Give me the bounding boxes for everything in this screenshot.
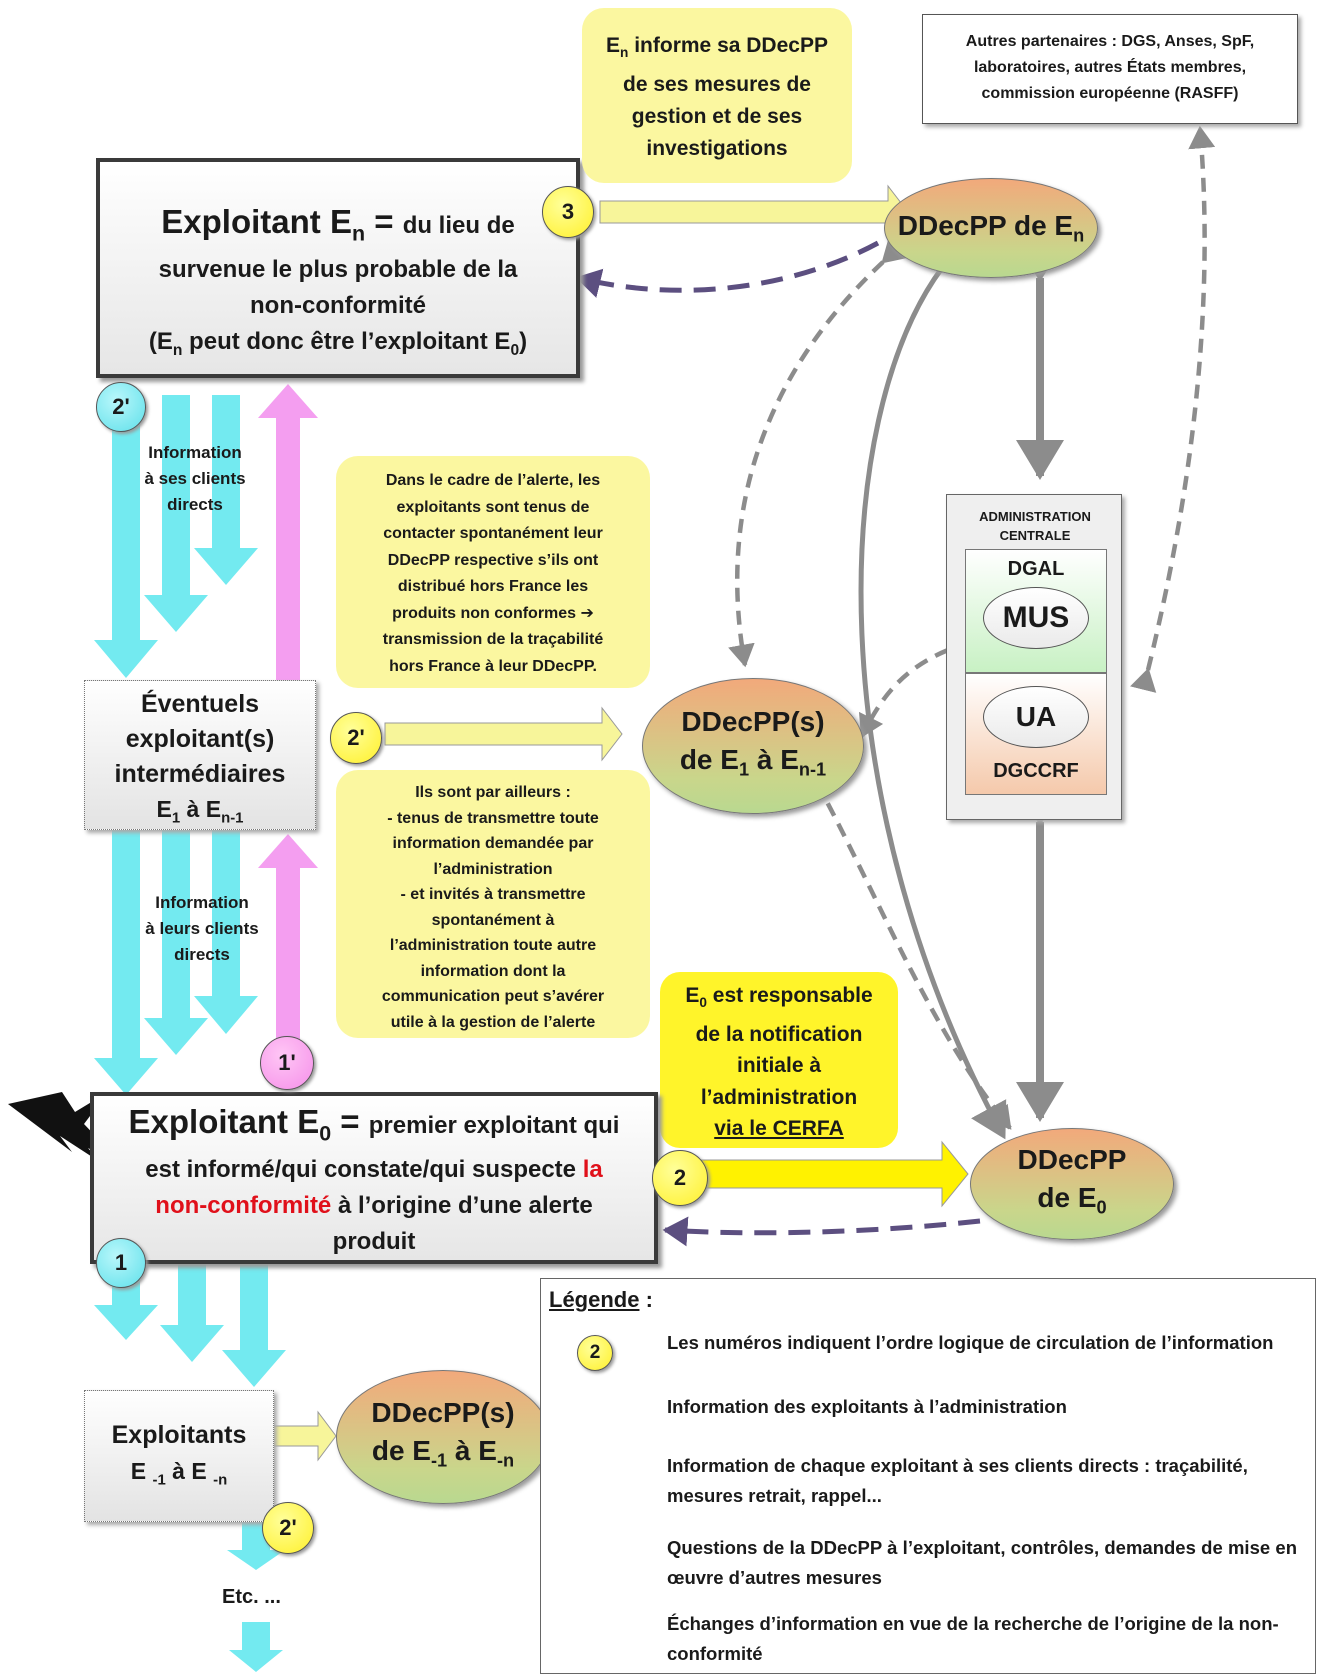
step-badge-2prime-bottom: 2' — [262, 1502, 314, 1554]
exploitant-e0-box: Exploitant E0 = premier exploitant qui e… — [90, 1092, 658, 1264]
dashed-return-en — [575, 240, 880, 298]
dgal-label: DGAL — [1007, 558, 1065, 580]
note-e0-responsable: E0 est responsable de la notification in… — [660, 972, 898, 1148]
note-par-ailleurs: Ils sont par ailleurs : - tenus de trans… — [336, 770, 650, 1038]
yellow-arrow-e0-to-ddecpp — [689, 1140, 969, 1208]
legend-item-info-admin: Information des exploitants à l’administ… — [667, 1396, 1067, 1417]
yellow-arrow-en-to-ddecpp — [599, 184, 909, 240]
exploitant-e0-title: Exploitant E0 = — [128, 1103, 369, 1146]
dgccrf-panel: UA DGCCRF — [965, 673, 1107, 795]
cerfa-link[interactable]: via le CERFA — [714, 1117, 844, 1141]
exploitant-en-line4: (En peut donc être l’exploitant E0) — [148, 327, 528, 359]
administration-centrale-box: ADMINISTRATION CENTRALE DGAL MUS UA DGCC… — [946, 494, 1122, 820]
grey-solid-connectors — [858, 231, 1007, 1140]
step-badge-3: 3 — [542, 186, 594, 238]
pink-arrow-to-en — [258, 384, 318, 680]
cyan-arrow-etc — [227, 1520, 285, 1570]
step-badge-1: 1 — [96, 1238, 146, 1288]
ddecpp-e0-ellipse: DDecPP de E0 — [970, 1128, 1174, 1240]
legend-item-questions: Questions de la DDecPP à l’exploitant, c… — [667, 1537, 1297, 1588]
cyan-arrow-etc-tail — [229, 1622, 283, 1672]
cyan-arrows-en — [94, 395, 258, 678]
autres-partenaires-box: Autres partenaires : DGS, Anses, SpF, la… — [922, 14, 1298, 124]
legend-item-info-clients: Information de chaque exploitant à ses c… — [667, 1455, 1248, 1506]
exploitant-en-line3: non-conformité — [250, 291, 426, 319]
info-clients-directs-label: Information à ses clients directs — [144, 443, 246, 514]
legend-item-numeros: Les numéros indiquent l’ordre logique de… — [667, 1332, 1274, 1353]
step-badge-2: 2 — [652, 1150, 708, 1206]
exploitants-intermediaires-box: Éventuels exploitant(s) intermédiaires E… — [84, 680, 316, 830]
exploitant-en-box: Exploitant En = du lieu de survenue le p… — [96, 158, 580, 378]
info-leurs-clients-label: Information à leurs clients directs — [145, 893, 259, 964]
dgal-panel: DGAL MUS — [965, 549, 1107, 673]
step-badge-2prime-mid: 2' — [330, 712, 382, 764]
note-en-informe: En informe sa DDecPP de ses mesures de g… — [582, 8, 852, 183]
legend-box: Légende : 2 Les numéros indiquent l’ordr… — [540, 1278, 1316, 1674]
exploitants-aval-box: Exploitants E -1 à E -n — [84, 1390, 274, 1522]
legend-title: Légende : — [549, 1287, 653, 1312]
cyan-arrows-e0 — [94, 1262, 286, 1387]
yellow-arrow-inter-to-ddecpp — [384, 706, 623, 762]
dgccrf-label: DGCCRF — [993, 760, 1079, 782]
exploitant-en-line2: survenue le plus probable de la — [158, 255, 518, 283]
dashed-return-e0 — [662, 1216, 981, 1247]
note-cadre-alerte: Dans le cadre de l’alerte, les exploitan… — [336, 456, 650, 688]
pink-arrow-to-intermediaires — [258, 834, 318, 1045]
admin-header: ADMINISTRATION CENTRALE — [979, 509, 1091, 543]
exploitant-en-title: Exploitant En = — [161, 203, 403, 246]
step-badge-2prime-top: 2' — [96, 382, 146, 432]
ddecpp-aval-ellipse: DDecPP(s) de E-1 à E-n — [336, 1370, 550, 1504]
legend-item-echanges: Échanges d’information en vue de la rech… — [667, 1613, 1279, 1664]
yellow-arrow-aval-to-ddecpp — [271, 1410, 337, 1462]
step-badge-1prime: 1' — [260, 1036, 314, 1090]
ddecpp-en-ellipse: DDecPP de En — [884, 178, 1098, 278]
mus-ellipse: MUS — [983, 587, 1089, 649]
etc-label: Etc. ... — [222, 1586, 281, 1608]
ua-ellipse: UA — [983, 686, 1089, 748]
ddecpp-intermediaires-ellipse: DDecPP(s) de E1 à En-1 — [642, 678, 864, 814]
legend-badge-icon: 2 — [577, 1335, 613, 1371]
cyan-arrows-intermediaires — [94, 830, 258, 1095]
